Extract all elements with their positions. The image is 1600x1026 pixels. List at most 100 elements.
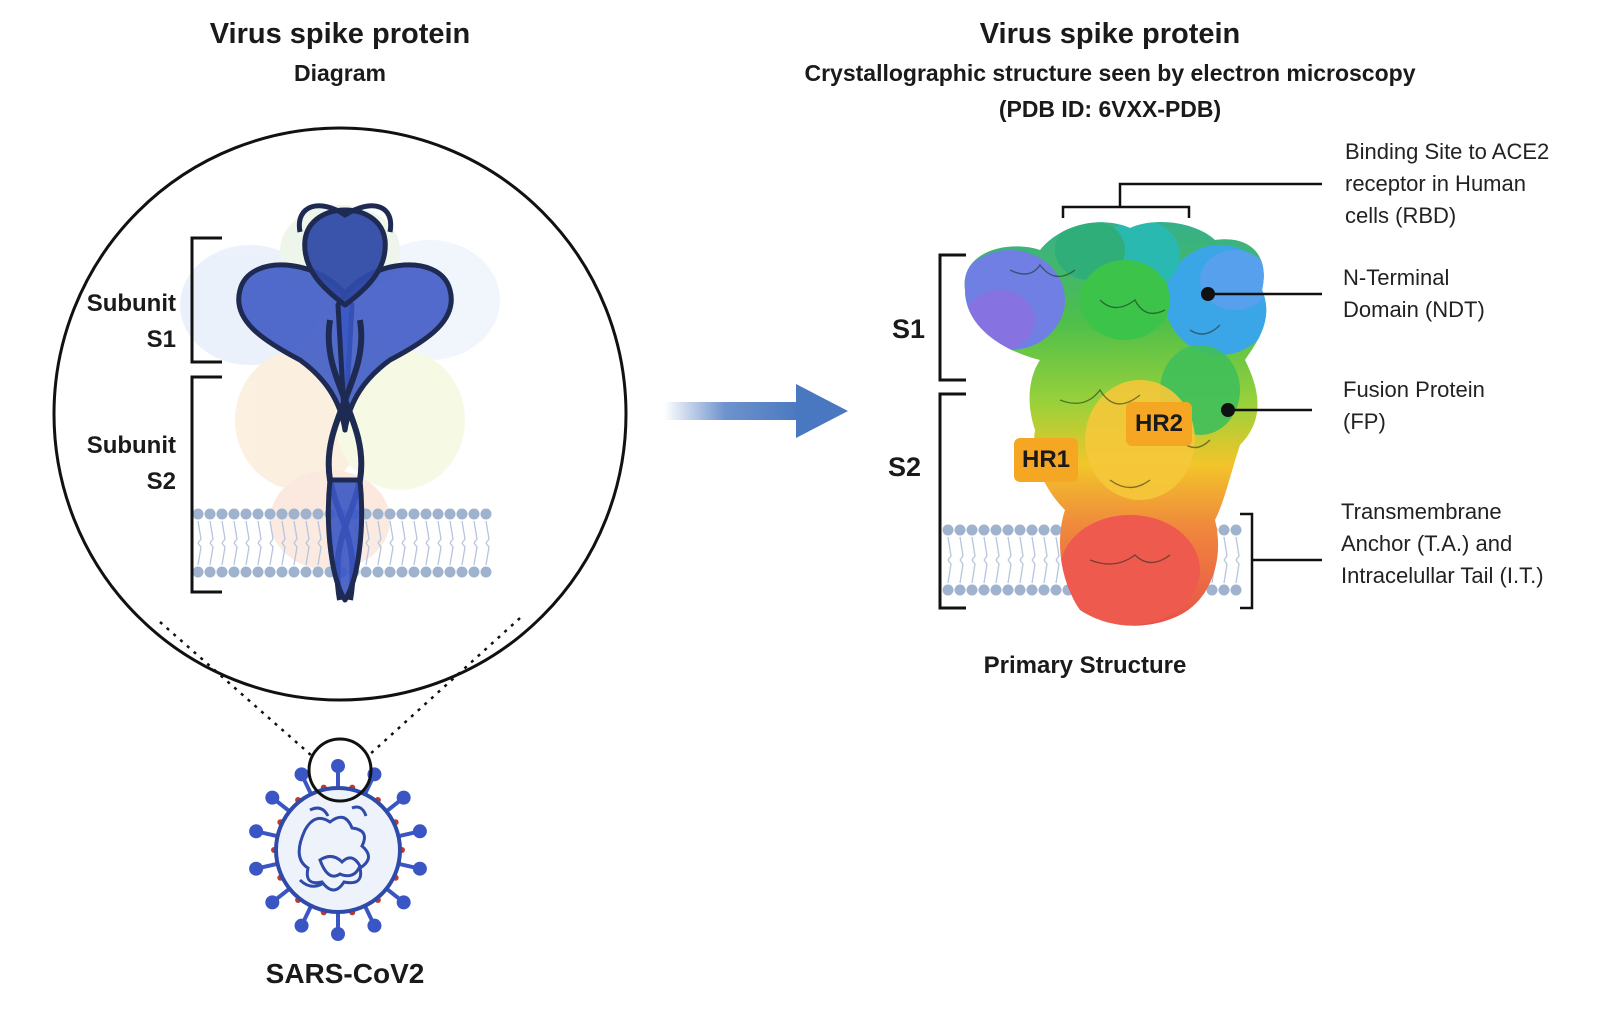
lipid-tail	[473, 520, 478, 566]
lipid-tail	[947, 536, 952, 584]
left-title: Virus spike protein	[209, 18, 471, 50]
lipid-tail	[257, 520, 262, 566]
membrane-bead	[252, 566, 264, 578]
membrane-bead	[228, 508, 240, 520]
membrane-bead	[408, 566, 420, 578]
lipid-tail	[995, 536, 1000, 584]
annotation-fp: Fusion Protein (FP)	[1343, 377, 1485, 434]
lipid-tail	[437, 520, 442, 566]
lipid-tail	[413, 520, 418, 566]
lipid-tail	[365, 520, 370, 566]
lipid-tail	[461, 520, 466, 566]
membrane-bead	[264, 566, 276, 578]
membrane-bead	[288, 566, 300, 578]
virus-label: SARS-CoV2	[265, 958, 425, 989]
subunit-s1-line2: S1	[146, 326, 176, 353]
lipid-tail	[959, 536, 964, 584]
membrane-bead	[240, 508, 252, 520]
annotation-ndt: N-Terminal Domain (NDT)	[1343, 265, 1485, 322]
membrane-bead	[990, 584, 1002, 596]
virus-spike-head	[396, 790, 411, 805]
s-brackets	[938, 253, 966, 610]
membrane-bead	[384, 566, 396, 578]
membrane-bead	[264, 508, 276, 520]
membrane-bead	[1014, 524, 1026, 536]
membrane-bead	[372, 508, 384, 520]
membrane-bead	[966, 584, 978, 596]
lipid-tail	[197, 520, 202, 566]
lipid-tail	[293, 520, 298, 566]
virus-icon	[249, 737, 427, 941]
membrane-bead	[1026, 524, 1038, 536]
s1-label: S1	[892, 314, 926, 344]
membrane-bead	[216, 566, 228, 578]
membrane-bead	[456, 566, 468, 578]
subunit-s2-label: Subunit S2	[60, 428, 176, 500]
rbd-pointer	[1061, 182, 1322, 218]
virus-spike-head	[265, 790, 280, 805]
virus-spike-head	[412, 861, 427, 876]
membrane-bead	[396, 508, 408, 520]
membrane-bead	[966, 524, 978, 536]
lipid-tail	[1055, 536, 1060, 584]
s2-label: S2	[888, 452, 922, 482]
virus-spike-head	[249, 861, 264, 876]
lipid-tail	[1223, 536, 1228, 584]
membrane-bead	[312, 508, 324, 520]
membrane-bead	[954, 584, 966, 596]
membrane-bead	[252, 508, 264, 520]
membrane-bead	[1230, 524, 1242, 536]
membrane-bead	[1050, 524, 1062, 536]
fp-pointer	[1221, 403, 1312, 417]
lipid-tail	[401, 520, 406, 566]
lipid-tail	[317, 520, 322, 566]
membrane-bead	[372, 566, 384, 578]
membrane-bead	[312, 566, 324, 578]
membrane-bead	[216, 508, 228, 520]
lipid-tail	[425, 520, 430, 566]
membrane-bead	[978, 524, 990, 536]
right-title: Virus spike protein	[979, 18, 1241, 50]
lipid-tail	[389, 520, 394, 566]
membrane-bead	[1038, 524, 1050, 536]
membrane-bead	[300, 566, 312, 578]
membrane-bead	[1038, 584, 1050, 596]
lipid-tail	[449, 520, 454, 566]
right-arrow-icon	[664, 384, 848, 438]
virus-spike-head	[294, 767, 309, 782]
membrane-bead	[408, 508, 420, 520]
lipid-tail	[1031, 536, 1036, 584]
lipid-tail	[1019, 536, 1024, 584]
membrane-bead	[360, 566, 372, 578]
membrane-bead	[978, 584, 990, 596]
membrane-bead	[192, 566, 204, 578]
subunit-s1-line1: Subunit	[86, 290, 176, 317]
membrane-bead	[444, 566, 456, 578]
membrane-bead	[240, 566, 252, 578]
lipid-tail	[221, 520, 226, 566]
membrane-bead	[204, 566, 216, 578]
membrane-bead	[1050, 584, 1062, 596]
membrane-bead	[288, 508, 300, 520]
lipid-tail	[377, 520, 382, 566]
subunit-s2-line2: S2	[146, 468, 176, 495]
membrane-bead	[468, 566, 480, 578]
subunit-brackets	[190, 236, 222, 594]
right-subtitle-line1: Crystallographic structure seen by elect…	[804, 60, 1416, 86]
virus-spike-head	[265, 895, 280, 910]
virus-spike-head	[331, 759, 345, 773]
virus-spike-head	[249, 824, 264, 839]
membrane-bead	[954, 524, 966, 536]
ta-pointer	[1240, 512, 1322, 610]
membrane-bead	[1002, 524, 1014, 536]
membrane-bead	[1206, 584, 1218, 596]
membrane-bead	[468, 508, 480, 520]
right-subtitle-line2: (PDB ID: 6VXX-PDB)	[998, 96, 1222, 122]
subunit-s2-line1: Subunit	[86, 432, 176, 459]
lipid-tail	[1235, 536, 1240, 584]
membrane-bead	[420, 508, 432, 520]
membrane-bead	[1014, 584, 1026, 596]
lipid-tail	[1007, 536, 1012, 584]
membrane-bead	[432, 566, 444, 578]
